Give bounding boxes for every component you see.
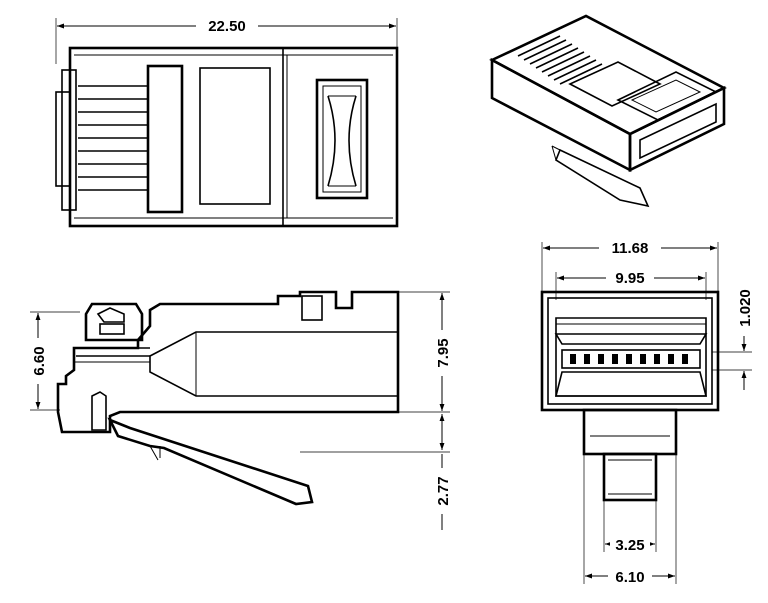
- dim-height-left: 6.60: [28, 311, 80, 411]
- dim-latch-width: 3.25: [603, 500, 657, 554]
- dim-contact-offset-label: 1.020: [737, 289, 754, 327]
- top-view: 22.50: [55, 15, 399, 228]
- front-view: 11.68 9.95 1.020: [540, 238, 755, 586]
- section-view: 6.60 7.95 2.77: [28, 290, 452, 530]
- dim-overall-width: 11.68: [541, 238, 719, 292]
- dim-latch-drop: 2.77: [432, 414, 452, 530]
- iso-contacts: [517, 35, 603, 85]
- dim-inner-width-label: 9.95: [615, 270, 644, 287]
- dim-contact-offset: 1.020: [712, 280, 755, 390]
- dim-latch-width-label: 3.25: [615, 537, 644, 554]
- dim-height-right-label: 7.95: [435, 338, 452, 367]
- dim-overall-width-label: 11.68: [612, 240, 649, 257]
- top-view-body: [55, 46, 399, 228]
- dim-latch-base-width: 6.10: [583, 454, 677, 586]
- dim-overall-length: 22.50: [55, 15, 398, 64]
- dim-overall-length-label: 22.50: [208, 18, 246, 35]
- front-view-contacts: [561, 349, 701, 369]
- dim-height-right: 7.95: [300, 291, 452, 453]
- dim-latch-drop-label: 2.77: [435, 476, 452, 505]
- dim-height-left-label: 6.60: [31, 346, 48, 375]
- top-view-contacts: [78, 85, 148, 191]
- dim-inner-width: 9.95: [555, 268, 707, 300]
- isometric-view: [489, 14, 727, 208]
- dim-latch-base-width-label: 6.10: [615, 569, 644, 586]
